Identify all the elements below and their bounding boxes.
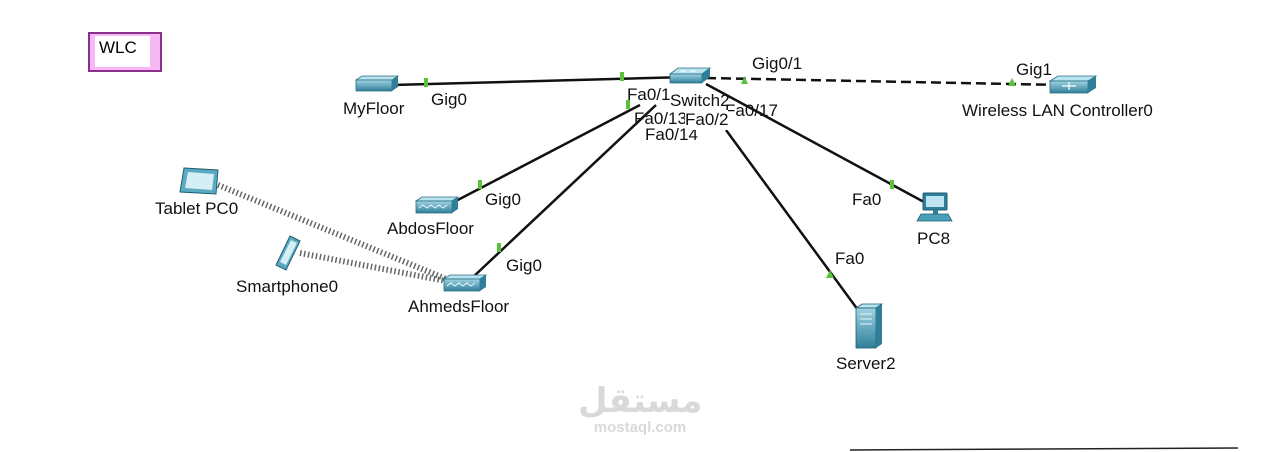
link-light — [478, 180, 482, 189]
device-label-ahmedsfloor: AhmedsFloor — [408, 297, 510, 316]
server-icon[interactable] — [854, 303, 884, 349]
link-abdos-switch[interactable] — [451, 103, 641, 205]
device-label-wlc: Wireless LAN Controller0 — [962, 101, 1153, 120]
link-lights — [424, 72, 1016, 278]
port-label-pc8-fa0: Fa0 — [852, 190, 882, 209]
device-label-server: Server2 — [836, 354, 896, 373]
device-label-tablet: Tablet PC0 — [155, 199, 239, 218]
port-label-switch-fa0-1: Fa0/1 — [627, 85, 671, 104]
link-light — [497, 243, 501, 252]
port-label-myfloor-gig0: Gig0 — [431, 90, 467, 109]
port-label-abdos-gig0: Gig0 — [485, 190, 521, 209]
watermark-arabic: مستقل — [578, 381, 703, 421]
device-label-pc8: PC8 — [917, 229, 951, 248]
device-label-switch: Switch2 — [670, 91, 730, 110]
link-switch-wlc[interactable] — [705, 76, 1063, 87]
port-label-switch-fa0-2: Fa0/2 — [685, 110, 729, 130]
pc-icon[interactable] — [916, 192, 953, 222]
myfloor-ap-icon[interactable] — [354, 75, 400, 92]
link-myfloor-switch[interactable] — [391, 75, 689, 87]
port-label-switch-fa0-13: Fa0/13 — [634, 109, 687, 128]
link-light — [1008, 78, 1016, 86]
device-label-abdosfloor: AbdosFloor — [387, 219, 474, 238]
link-pc8-switch[interactable] — [705, 82, 925, 204]
link-light — [890, 180, 894, 189]
smartphone-icon[interactable] — [275, 235, 301, 271]
wireless-link-smartphone — [299, 250, 457, 286]
port-label-server-fa0: Fa0 — [835, 249, 865, 268]
tablet-icon[interactable] — [179, 167, 219, 195]
wlc-icon[interactable] — [1048, 75, 1098, 94]
link-light — [741, 76, 748, 84]
links — [216, 75, 1239, 451]
note-box[interactable]: WLC — [88, 32, 162, 72]
link-light — [620, 72, 624, 81]
port-label-wlc-gig1: Gig1 — [1016, 60, 1052, 79]
watermark-latin: mostaql.com — [593, 419, 687, 436]
port-label-switch-gig0-1: Gig0/1 — [752, 54, 803, 73]
note-text: WLC — [99, 38, 137, 57]
link-server-switch[interactable] — [724, 129, 860, 311]
ahmeds-ap-icon[interactable] — [442, 274, 488, 292]
link-ahmeds-switch[interactable] — [471, 104, 657, 279]
switch-icon[interactable] — [668, 67, 712, 84]
port-label-ahmeds-gig0: Gig0 — [506, 256, 542, 275]
device-label-smartphone: Smartphone0 — [236, 277, 339, 296]
link-light — [626, 100, 630, 109]
port-label-switch-fa0-14: Fa0/14 — [645, 125, 698, 144]
bottom-divider — [849, 447, 1239, 451]
watermark: مستقل mostaql.com — [578, 382, 702, 436]
wireless-link-tablet — [216, 182, 458, 286]
port-label-switch-fa0-17: Fa0/17 — [725, 101, 778, 120]
abdos-ap-icon[interactable] — [414, 196, 460, 214]
link-light — [826, 270, 834, 278]
link-light — [424, 78, 428, 87]
note-inner — [95, 36, 150, 67]
device-label-myfloor: MyFloor — [343, 99, 405, 118]
